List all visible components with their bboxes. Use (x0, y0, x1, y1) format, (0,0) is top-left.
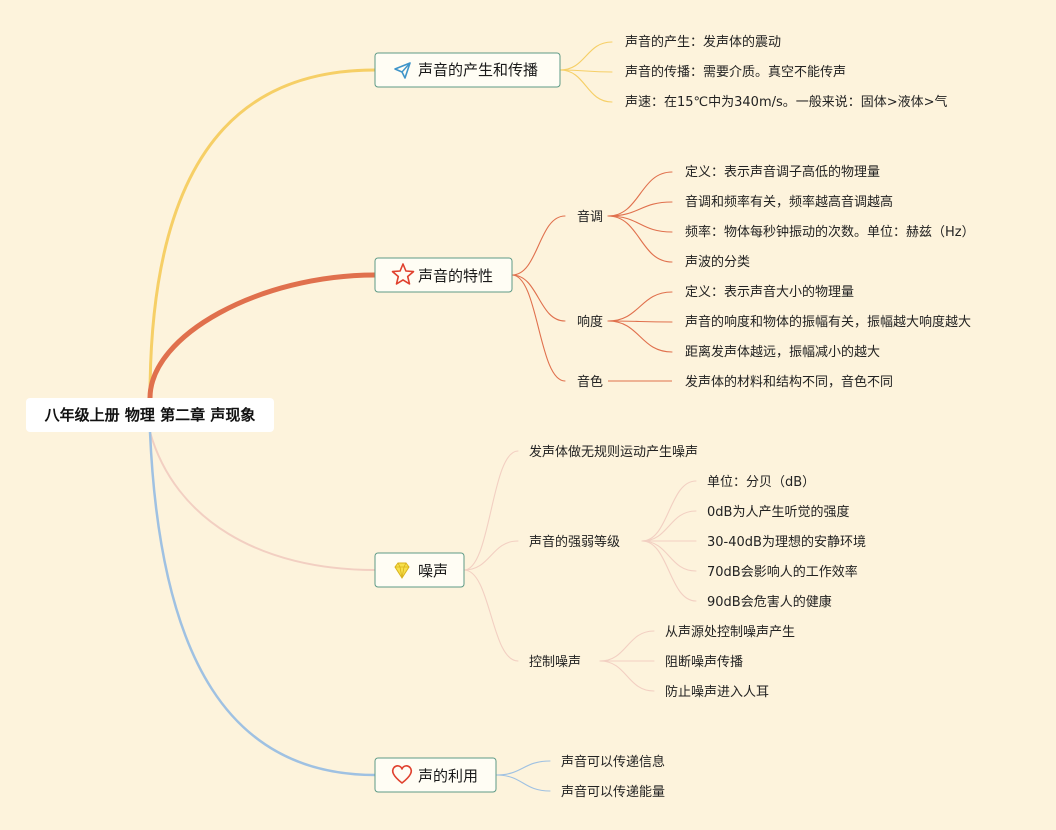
trunk-line-branch-3 (149, 431, 376, 571)
topic-control-path[interactable]: 阻断噪声传播 (665, 655, 743, 670)
connector-branch-1-leaf (559, 41, 613, 71)
subtopic-timbre[interactable]: 音色 (577, 374, 603, 390)
branch-node-label: 声音的特性 (418, 267, 493, 285)
heart-icon (391, 765, 413, 784)
branch-node-noise[interactable]: 噪声 (374, 552, 465, 588)
branch-node-sound-characteristics[interactable]: 声音的特性 (374, 257, 513, 293)
topic-loudness-amplitude[interactable]: 声音的响度和物体的振幅有关，振幅越大响度越大 (685, 314, 971, 330)
connector-pitch-leaf (607, 171, 673, 217)
root-node-label: 八年级上册 物理 第二章 声现象 (44, 406, 256, 424)
trunk-line-branch-2 (147, 272, 378, 401)
trunk-line-branch-1 (148, 68, 377, 400)
connector-pitch-leaf (607, 215, 673, 263)
topic-sound-propagation[interactable]: 声音的传播：需要介质。真空不能传声 (625, 64, 846, 80)
topic-frequency-definition[interactable]: 频率：物体每秒钟振动的次数。单位：赫兹（Hz） (685, 224, 975, 240)
topic-sound-information[interactable]: 声音可以传递信息 (561, 754, 665, 770)
connector-branch-3-sub (463, 450, 519, 571)
connector-level-leaf (641, 540, 697, 602)
connector-branch-4-leaf (495, 760, 551, 776)
topic-0db[interactable]: 0dB为人产生听觉的强度 (707, 504, 849, 520)
connector-branch-1-leaf (559, 69, 613, 103)
subtopic-noise-control[interactable]: 控制噪声 (529, 655, 581, 670)
branch-node-label: 声音的产生和传播 (418, 61, 538, 79)
topic-timbre-material[interactable]: 发声体的材料和结构不同，音色不同 (685, 374, 893, 390)
root-node-box (26, 398, 274, 432)
topic-sound-speed[interactable]: 声速：在15℃中为340m/s。一般来说：固体>液体>气 (625, 94, 948, 110)
connector-branch-2-sub (511, 274, 566, 322)
branch-node-box (374, 52, 561, 88)
topic-db-unit[interactable]: 单位：分贝（dB） (707, 475, 815, 490)
subtopic-sound-level[interactable]: 声音的强弱等级 (529, 534, 620, 550)
topic-loudness-distance[interactable]: 距离发声体越远，振幅减小的越大 (685, 344, 880, 360)
branch-node-sound-production[interactable]: 声音的产生和传播 (374, 52, 561, 88)
connector-branch-4-leaf (495, 774, 551, 792)
subtopic-loudness[interactable]: 响度 (577, 314, 603, 330)
topic-sound-energy[interactable]: 声音可以传递能量 (561, 784, 665, 800)
connector-level-leaf (641, 540, 697, 572)
connector-branch-3-sub (463, 569, 519, 662)
connector-loudness-leaf (607, 291, 673, 322)
connector-control-leaf (599, 660, 655, 692)
topic-70db[interactable]: 70dB会影响人的工作效率 (707, 564, 858, 580)
topic-sound-production[interactable]: 声音的产生：发声体的震动 (625, 34, 781, 50)
connector-branch-2-sub (511, 215, 566, 276)
topic-pitch-definition[interactable]: 定义：表示声音调子高低的物理量 (685, 164, 880, 180)
connector-branch-2-sub (511, 274, 566, 382)
topic-pitch-frequency[interactable]: 音调和频率有关，频率越高音调越高 (685, 194, 893, 210)
connector-loudness-leaf (607, 320, 673, 323)
topic-90db[interactable]: 90dB会危害人的健康 (707, 594, 832, 610)
topic-30-40db[interactable]: 30-40dB为理想的安静环境 (707, 534, 866, 550)
connector-lines (147, 41, 697, 792)
trunk-line-branch-4 (148, 431, 376, 777)
diamond-icon (394, 562, 410, 579)
branch-node-sound-use[interactable]: 声的利用 (374, 757, 497, 793)
topic-control-source[interactable]: 从声源处控制噪声产生 (665, 625, 795, 640)
connector-pitch-leaf (607, 215, 673, 233)
topic-wave-types[interactable]: 声波的分类 (685, 254, 750, 270)
topic-noise-origin[interactable]: 发声体做无规则运动产生噪声 (529, 444, 698, 460)
topic-control-ear[interactable]: 防止噪声进入人耳 (665, 684, 769, 700)
branch-node-label: 声的利用 (418, 767, 478, 785)
subtopic-pitch[interactable]: 音调 (577, 209, 603, 225)
connector-pitch-leaf (607, 201, 673, 217)
connector-control-leaf (599, 630, 655, 662)
topic-loudness-definition[interactable]: 定义：表示声音大小的物理量 (685, 284, 854, 300)
paper-plane-icon (394, 62, 411, 79)
branch-node-box (374, 552, 465, 588)
star-icon (391, 263, 415, 285)
connector-level-leaf (641, 480, 697, 542)
branch-node-label: 噪声 (418, 562, 448, 580)
connector-loudness-leaf (607, 320, 673, 353)
root-node[interactable]: 八年级上册 物理 第二章 声现象 (26, 398, 274, 432)
connector-level-leaf (641, 510, 697, 542)
connector-branch-3-sub (463, 540, 519, 571)
